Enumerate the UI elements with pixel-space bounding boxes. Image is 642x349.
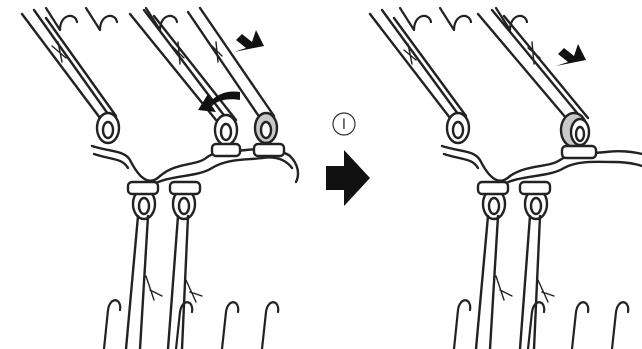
- top-loops-left: [97, 113, 277, 145]
- bottom-loops-left: [128, 182, 200, 219]
- up-right-arrow-icon: [234, 30, 264, 52]
- step-marker-label: Ⅰ: [342, 117, 346, 133]
- top-loops-right: [447, 113, 589, 147]
- connecting-yarn-right: [442, 146, 642, 186]
- connecting-yarn-left: [92, 144, 298, 186]
- lower-strands-right: [476, 216, 554, 349]
- panel-before: [22, 8, 298, 349]
- transition: Ⅰ: [326, 113, 370, 206]
- yarn-strands-right: [370, 10, 588, 118]
- lower-strands-left: [126, 216, 202, 349]
- right-arrow-icon: [326, 150, 370, 206]
- panel-after: [370, 8, 642, 349]
- bottom-loops-right: [478, 182, 550, 219]
- up-right-arrow-icon: [556, 44, 586, 66]
